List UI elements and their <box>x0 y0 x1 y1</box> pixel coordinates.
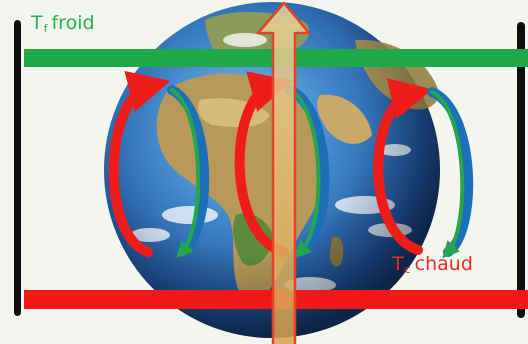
hot-label-main: T <box>392 253 404 275</box>
cold-label-text: froid <box>51 12 95 34</box>
left-wall <box>14 20 21 316</box>
hot-label-subscript: c <box>404 263 411 276</box>
convection-cell-center <box>234 71 330 258</box>
cold-label-main: T <box>31 12 43 34</box>
convection-cell-left <box>108 71 210 259</box>
hot-label-text: chaud <box>414 253 473 275</box>
cold-label-subscript: f <box>43 22 48 35</box>
right-wall <box>517 22 525 318</box>
convection-cell-right <box>373 78 474 259</box>
arrow-up-icon <box>256 1 311 344</box>
